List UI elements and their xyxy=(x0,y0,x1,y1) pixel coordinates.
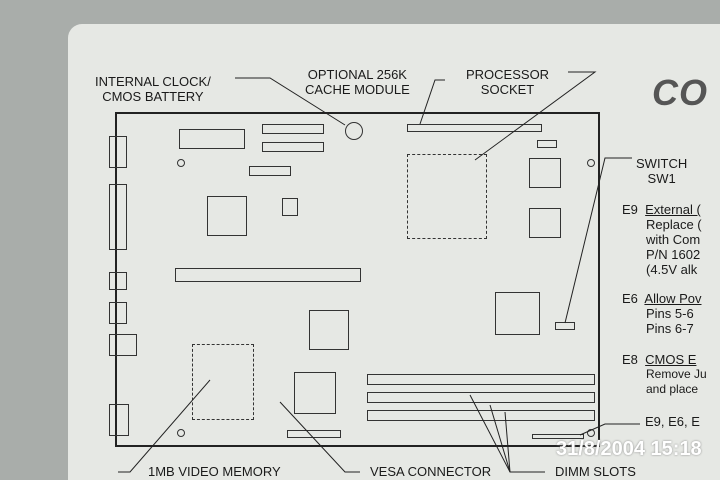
vesa-connector xyxy=(287,430,341,438)
motherboard-label-sticker xyxy=(68,24,720,480)
chip xyxy=(207,196,247,236)
port xyxy=(109,184,127,250)
chip xyxy=(179,129,245,149)
dimm-slot xyxy=(367,392,595,403)
photo-timestamp: 31/8/2004 15:18 xyxy=(556,438,702,460)
mount-hole xyxy=(177,159,185,167)
cmos-battery xyxy=(345,122,363,140)
chip xyxy=(537,140,557,148)
chip xyxy=(529,158,561,188)
brand-logo: CO xyxy=(652,72,708,113)
dimm-slot xyxy=(367,374,595,385)
callout-dimm: DIMM SLOTS xyxy=(555,464,636,479)
port xyxy=(109,302,127,324)
callout-vesa: VESA CONNECTOR xyxy=(370,464,492,479)
motherboard-outline xyxy=(109,112,600,447)
chip xyxy=(282,198,298,216)
video-memory-area xyxy=(192,344,254,420)
port xyxy=(109,334,137,356)
callout-clock: INTERNAL CLOCK/CMOS BATTERY xyxy=(95,74,211,104)
chip xyxy=(495,292,540,335)
chip xyxy=(294,372,336,414)
port xyxy=(109,136,127,168)
port xyxy=(109,272,127,290)
callout-jumpers: E9, E6, E xyxy=(645,414,700,429)
processor-socket xyxy=(407,154,487,239)
slot xyxy=(262,142,324,152)
dimm-slot xyxy=(367,410,595,421)
slot xyxy=(262,124,324,134)
jumper-block xyxy=(532,434,584,439)
callout-video-memory: 1MB VIDEO MEMORY xyxy=(148,464,281,479)
mount-hole xyxy=(177,429,185,437)
mount-hole xyxy=(587,429,595,437)
isa-slot xyxy=(175,268,361,282)
port xyxy=(109,404,129,436)
cache-module-slot xyxy=(407,124,542,132)
chip xyxy=(309,310,349,350)
chip xyxy=(529,208,561,238)
chip xyxy=(249,166,291,176)
mount-hole xyxy=(587,159,595,167)
